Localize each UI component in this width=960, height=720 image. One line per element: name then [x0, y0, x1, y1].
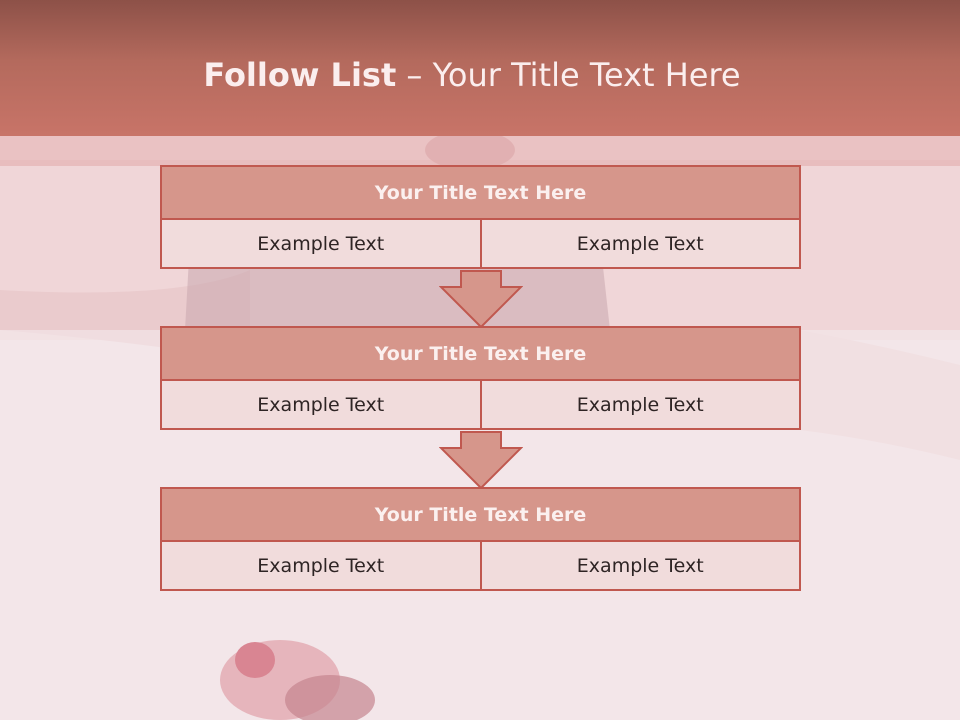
block-row: Example Text Example Text — [160, 542, 801, 591]
block-cell-right: Example Text — [479, 220, 800, 267]
block-title: Your Title Text Here — [160, 487, 801, 542]
block-cell-right: Example Text — [479, 542, 800, 589]
block-cell-right: Example Text — [479, 381, 800, 428]
slide-title-rest: – Your Title Text Here — [396, 56, 741, 94]
list-block-1: Your Title Text Here Example Text Exampl… — [160, 165, 801, 269]
block-row: Example Text Example Text — [160, 220, 801, 269]
header-band — [0, 136, 960, 166]
list-block-3: Your Title Text Here Example Text Exampl… — [160, 487, 801, 591]
block-title: Your Title Text Here — [160, 326, 801, 381]
block-title: Your Title Text Here — [160, 165, 801, 220]
slide-title-bold: Follow List — [203, 56, 397, 94]
block-row: Example Text Example Text — [160, 381, 801, 430]
block-cell-left: Example Text — [257, 393, 385, 416]
block-cell-left: Example Text — [257, 232, 385, 255]
header-bar — [0, 0, 960, 136]
block-cell-left: Example Text — [257, 554, 385, 577]
list-block-2: Your Title Text Here Example Text Exampl… — [160, 326, 801, 430]
down-arrow-icon — [439, 431, 523, 489]
down-arrow-icon — [439, 270, 523, 328]
slide-title: Follow List – Your Title Text Here — [0, 56, 944, 94]
